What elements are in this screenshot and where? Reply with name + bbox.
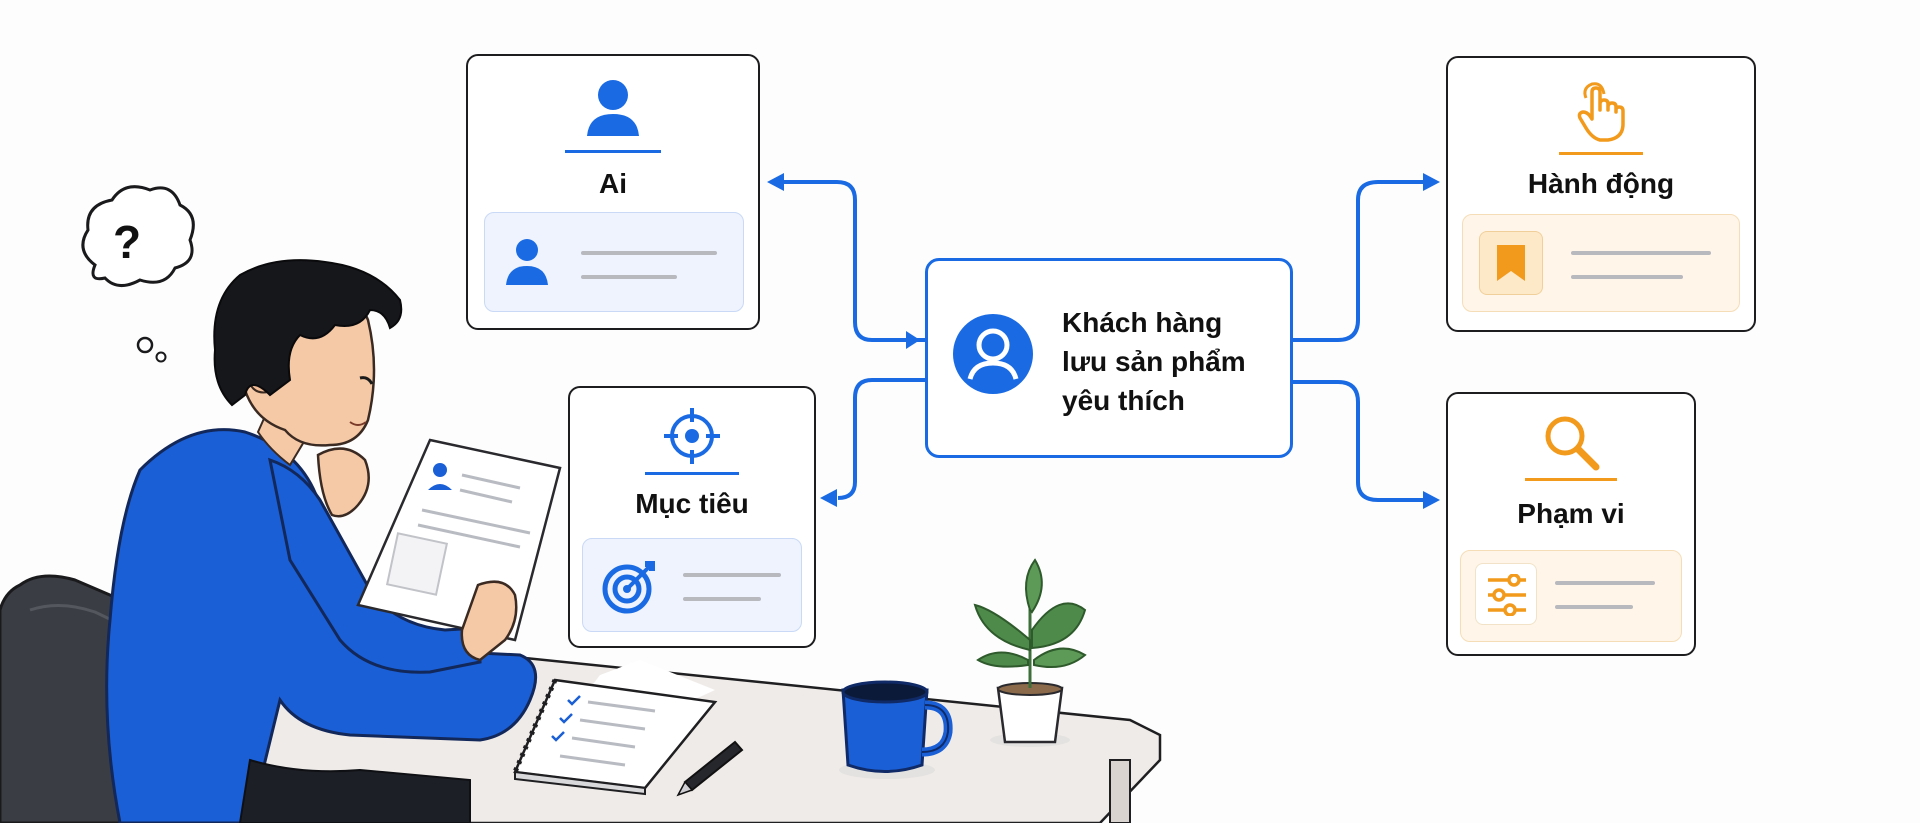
user-icon xyxy=(587,80,639,136)
center-node: Khách hàng lưu sản phẩm yêu thích xyxy=(925,258,1293,458)
thought-bubble: ? xyxy=(81,185,195,363)
document-sheet xyxy=(356,438,562,642)
card-hanh-dong-underline xyxy=(1559,152,1643,155)
center-text-line-3: yêu thích xyxy=(1062,385,1185,416)
user-icon xyxy=(506,239,548,285)
thought-question-mark: ? xyxy=(113,216,141,268)
card-ai: Ai xyxy=(466,54,760,330)
arrowheads xyxy=(767,173,1440,509)
person-reading-document xyxy=(105,259,562,823)
card-hanh-dong-detail xyxy=(1462,214,1740,312)
card-ai-label: Ai xyxy=(599,168,627,199)
card-pham-vi: Phạm vi xyxy=(1446,392,1696,656)
card-ai-detail xyxy=(484,212,744,312)
notebook xyxy=(512,660,718,796)
arrow-to-hanh-dong xyxy=(1293,180,1425,342)
card-ai-underline xyxy=(565,150,661,153)
card-muc-tieu: Mục tiêu xyxy=(568,386,816,648)
card-pham-vi-underline xyxy=(1525,478,1617,481)
placeholder-line xyxy=(683,573,781,577)
potted-plant xyxy=(973,558,1087,747)
bookmark-icon-tile xyxy=(1479,231,1543,295)
user-circle-icon xyxy=(953,314,1033,394)
connectors xyxy=(782,180,1425,502)
pen xyxy=(676,740,744,797)
sliders-icon xyxy=(1488,574,1526,616)
placeholder-line xyxy=(1555,605,1633,609)
card-hanh-dong: Hành động xyxy=(1446,56,1756,332)
crosshair-icon xyxy=(664,408,720,464)
card-muc-tieu-detail xyxy=(582,538,802,632)
card-muc-tieu-label: Mục tiêu xyxy=(635,488,749,519)
arrow-to-ai xyxy=(782,180,925,342)
center-text-line-2: lưu sản phẩm xyxy=(1062,346,1246,377)
card-muc-tieu-underline xyxy=(645,472,739,475)
bookmark-icon xyxy=(1497,245,1525,281)
pointer-hand-icon xyxy=(1577,82,1625,142)
placeholder-line xyxy=(1571,275,1683,279)
arrow-to-pham-vi xyxy=(1293,380,1425,502)
target-arrow-icon xyxy=(602,561,655,614)
card-hanh-dong-label: Hành động xyxy=(1527,168,1675,199)
arrow-to-muc-tieu xyxy=(837,378,925,500)
placeholder-line xyxy=(581,275,677,279)
sliders-icon-tile xyxy=(1475,563,1537,625)
card-pham-vi-label: Phạm vi xyxy=(1517,498,1625,529)
placeholder-line xyxy=(1571,251,1711,255)
card-pham-vi-detail xyxy=(1460,550,1682,642)
magnifier-icon xyxy=(1545,416,1600,471)
placeholder-line xyxy=(683,597,761,601)
center-text-line-1: Khách hàng xyxy=(1062,307,1223,338)
placeholder-line xyxy=(581,251,717,255)
center-node-text: Khách hàng lưu sản phẩm yêu thích xyxy=(1062,303,1282,420)
coffee-mug xyxy=(839,680,953,779)
placeholder-line xyxy=(1555,581,1655,585)
